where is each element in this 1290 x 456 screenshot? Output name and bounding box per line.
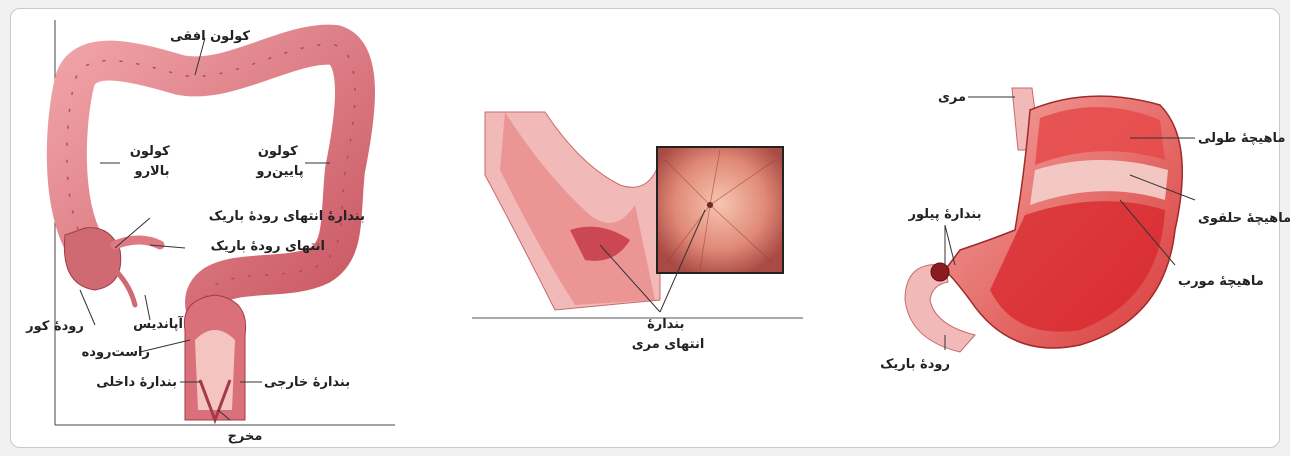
- label-oblique-muscle: ماهیچهٔ مورب: [1178, 274, 1264, 289]
- label-ileum-end: انتهای رودهٔ باریک: [211, 239, 325, 254]
- label-internal-sphincter: بندارهٔ داخلی: [96, 375, 177, 390]
- rectum-lining: [195, 330, 235, 410]
- label-les-line: بندارهٔ: [647, 317, 684, 332]
- label-small-intestine: رودهٔ باریک: [880, 357, 950, 372]
- label-cecum: رودهٔ کور: [25, 319, 84, 334]
- label-ascending-colon: کولون بالارو: [130, 144, 174, 179]
- label-rectum: راست‌روده: [82, 345, 150, 360]
- pyloric-opening: [931, 263, 949, 281]
- label-descending-line: پایین‌رو: [255, 164, 303, 179]
- label-ileocecal-sphincter: بندارهٔ انتهای رودهٔ باریک: [209, 209, 365, 224]
- label-external-sphincter: بندارهٔ خارجی: [264, 375, 350, 390]
- label-longitudinal-muscle: ماهیچهٔ طولی: [1198, 131, 1285, 146]
- esophagus-panel: بندارهٔ انتهای مری: [472, 112, 803, 352]
- label-descending-line: کولون: [258, 144, 298, 159]
- colon-panel: کولون افقی کولون بالارو کولون پایین‌رو ب…: [25, 20, 395, 444]
- label-transverse-colon: کولون افقی: [170, 29, 250, 44]
- appendix-shape: [115, 270, 135, 305]
- label-esophagus: مری: [938, 90, 966, 105]
- label-lower-esophageal-sphincter: بندارهٔ انتهای مری: [632, 317, 705, 352]
- label-pyloric-sphincter: بندارهٔ پیلور: [908, 207, 982, 222]
- label-ascending-line: بالارو: [133, 164, 169, 179]
- stomach-panel: مری ماهیچهٔ طولی ماهیچهٔ حلقوی ماهیچهٔ م…: [880, 88, 1290, 372]
- endoscopy-inset: [657, 147, 783, 273]
- label-anus: مخرج: [228, 429, 263, 444]
- label-les-line: انتهای مری: [632, 337, 705, 352]
- label-ascending-line: کولون: [130, 144, 170, 159]
- label-descending-colon: کولون پایین‌رو: [255, 144, 303, 179]
- cecum-shape: [64, 228, 120, 290]
- label-circular-muscle: ماهیچهٔ حلقوی: [1198, 211, 1290, 226]
- label-appendix: آپاندیس: [133, 315, 183, 332]
